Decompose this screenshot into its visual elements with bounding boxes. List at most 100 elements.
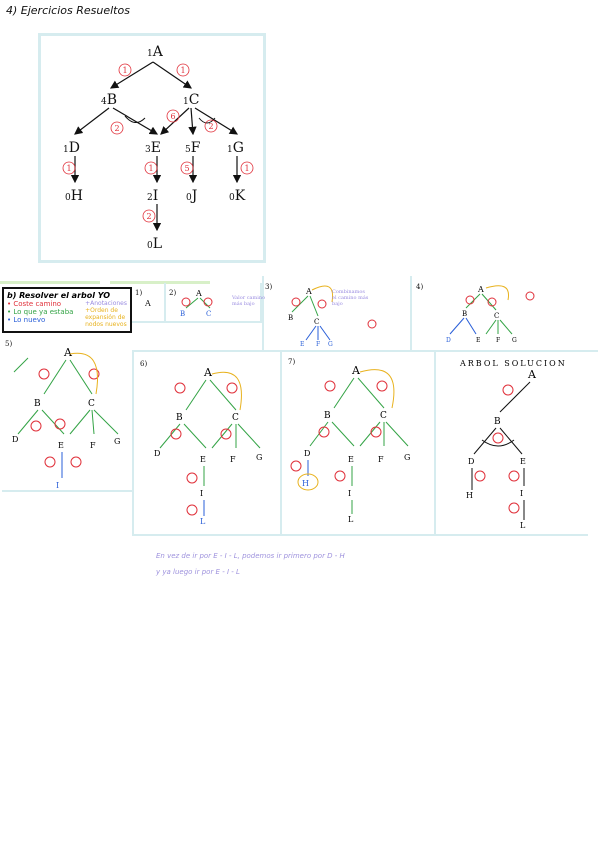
node-J: 0J [186,188,197,204]
svg-text:B: B [180,310,185,318]
step-frame [412,276,598,352]
svg-text:E: E [200,455,206,464]
svg-text:D: D [12,435,18,444]
svg-text:E: E [300,341,304,348]
svg-text:H: H [466,491,473,500]
edge-cost: 1 [148,164,153,173]
svg-text:F: F [90,441,96,450]
step-frame [2,340,132,492]
step7-tree: A B C D E F G H I L [290,364,410,524]
svg-text:A: A [351,364,361,377]
legend-side: +Anotaciones [85,300,127,307]
svg-text:G: G [328,341,333,348]
svg-text:A: A [195,289,202,298]
step6-tree: A B C D E F G I L [154,366,262,526]
legend-item: • Coste camino [7,300,62,308]
step3-tree: A B C E F G Combinamos el camino más baj… [288,285,377,348]
note-line: En vez de ir por E - I - L, podemos ir p… [156,552,345,560]
step1-node-A: A [144,299,151,308]
node-L: 0L [147,236,162,252]
svg-text:A: A [527,368,537,381]
node-K: 0K [229,188,246,204]
svg-text:L: L [520,521,526,530]
edge-cost: 1 [66,164,71,173]
step-frame [132,350,282,536]
svg-text:B: B [494,417,501,427]
svg-text:C: C [88,399,95,409]
svg-text:I: I [520,489,523,498]
svg-text:E: E [476,337,480,344]
edge-cost: 2 [208,122,213,131]
node-B: 4B [101,92,117,108]
step-frame [132,283,166,323]
edge-cost: 1 [180,66,185,75]
page-title: 4) Ejercicios Resueltos [6,4,130,17]
svg-text:I: I [56,481,59,490]
svg-text:D: D [154,449,160,458]
legend-item: • Lo que ya estaba [7,308,74,316]
node-A: 1A [147,44,164,60]
edge-cost: 1 [122,66,127,75]
svg-text:F: F [230,455,236,464]
svg-text:A: A [203,366,213,379]
svg-text:E: E [348,455,354,464]
step-note: Combinamos [332,289,365,295]
legend-side: nodos nuevos [85,321,127,328]
svg-text:C: C [232,413,239,423]
main-tree-diagram: 1A 4B 1C 1D 3E 5F 1G 0H 2I 0J 0K 0L 1 1 … [62,44,254,252]
legend-side: expansión de [85,314,126,321]
steps-diagram: 1) 2) 3) 4) 5) 6) 7) A A B C Valor camin… [5,283,565,530]
node-H: 0H [65,188,83,204]
svg-text:L: L [200,517,206,526]
step-label: 2) [169,289,176,297]
step-label: 4) [416,283,423,291]
svg-text:B: B [462,310,467,318]
step-note: bajo [332,301,343,307]
legend-item: • Lo nuevo [7,316,46,324]
step-label: 1) [135,289,142,297]
edge-cost: 5 [184,164,189,173]
divider [0,281,100,284]
step-label: 5) [5,340,12,348]
svg-text:F: F [378,455,384,464]
svg-text:A: A [477,285,484,294]
svg-text:A: A [305,287,312,296]
edge-cost: 6 [170,112,175,121]
svg-text:B: B [288,314,293,322]
svg-text:C: C [380,411,387,421]
svg-text:G: G [256,453,262,462]
step2-tree: A B C Valor camino más bajo [180,289,265,318]
svg-text:B: B [176,413,183,423]
solution-tree: ARBOL SOLUCION A B D E H I L [459,359,565,530]
svg-text:C: C [494,312,499,320]
node-F: 5F [185,140,201,156]
node-D: 1D [63,140,80,156]
step5-tree: A B C D E F G I [12,346,120,490]
svg-text:H: H [302,479,309,488]
svg-text:E: E [520,457,526,466]
legend-title: b) Resolver el arbol YO [7,291,111,300]
svg-text:E: E [58,441,64,450]
node-E: 3E [145,140,161,156]
svg-text:D: D [468,457,474,466]
legend-side: +Orden de [85,307,118,314]
svg-text:L: L [348,515,354,524]
svg-text:D: D [446,337,451,344]
step-note: el camino más [332,294,369,301]
step-label: 6) [140,360,147,368]
step-label: 7) [288,358,295,366]
step-frame [166,283,262,323]
svg-text:F: F [316,341,320,348]
svg-text:B: B [324,411,331,421]
step-note: Valor camino [231,295,265,301]
node-C: 1C [183,92,199,108]
step-frame [436,350,588,536]
svg-text:F: F [496,337,500,344]
legend-box: b) Resolver el arbol YO • Coste camino •… [2,287,132,333]
step-note: más bajo [232,300,255,307]
main-tree-panel: 1A 4B 1C 1D 3E 5F 1G 0H 2I 0J 0K 0L 1 1 … [38,33,266,263]
node-G: 1G [227,140,244,156]
note-line: y ya luego ir por E - I - L [156,568,240,576]
svg-text:C: C [206,310,211,318]
step-label: 3) [265,283,272,291]
